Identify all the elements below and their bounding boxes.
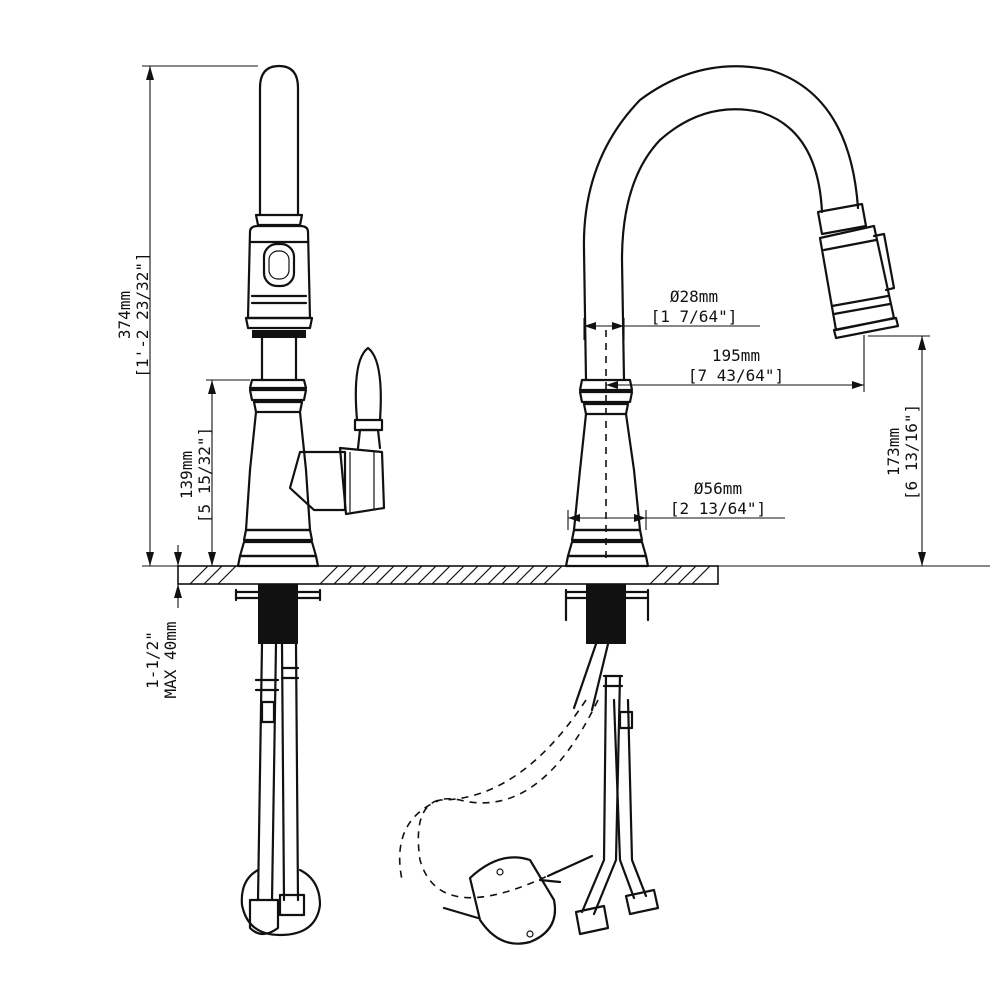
spout-diameter-metric: Ø28mm — [670, 287, 718, 306]
spout-clearance-imperial: [6 13/16"] — [902, 404, 921, 500]
countertop — [177, 565, 719, 585]
dimension-lines — [142, 65, 990, 608]
spout-clearance-metric: 173mm — [884, 428, 903, 476]
faucet-front-view — [398, 65, 900, 945]
deck-thickness-imperial: 1-1/2" — [143, 631, 162, 689]
base-diameter-metric: Ø56mm — [694, 479, 742, 498]
faucet-side-view — [234, 64, 386, 937]
total-height-metric: 374mm — [115, 291, 134, 339]
total-height-imperial: [1'-2 23/32"] — [133, 252, 152, 377]
spout-diameter-imperial: [1 7/64"] — [651, 307, 738, 326]
reach-imperial: [7 43/64"] — [688, 366, 784, 385]
base-height-metric: 139mm — [177, 451, 196, 499]
reach-metric: 195mm — [712, 346, 760, 365]
base-diameter-imperial: [2 13/64"] — [670, 499, 766, 518]
deck-thickness-metric: MAX 40mm — [161, 621, 180, 698]
base-height-imperial: [5 15/32"] — [195, 427, 214, 523]
